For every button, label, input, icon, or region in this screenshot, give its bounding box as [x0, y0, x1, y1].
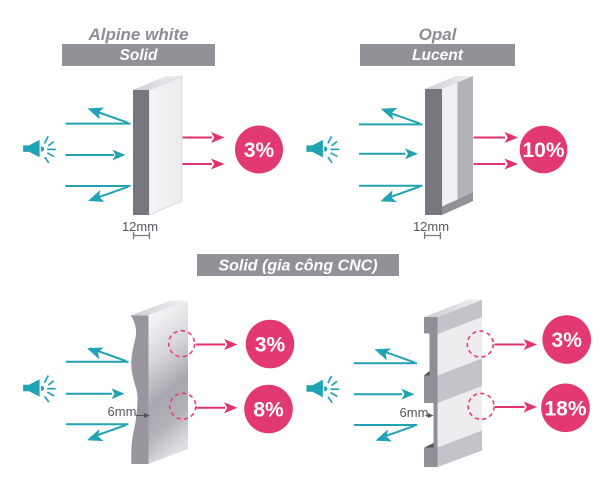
- svg-text:3%: 3%: [244, 139, 275, 162]
- svg-text:Solid: Solid: [120, 47, 158, 64]
- svg-text:8%: 8%: [253, 399, 284, 422]
- svg-text:6mm: 6mm: [400, 405, 429, 420]
- svg-text:3%: 3%: [255, 334, 286, 357]
- svg-text:Solid (gia công CNC): Solid (gia công CNC): [218, 258, 377, 275]
- svg-text:Opal: Opal: [419, 25, 458, 44]
- svg-text:12mm: 12mm: [122, 219, 158, 234]
- svg-text:10%: 10%: [522, 139, 564, 162]
- svg-text:12mm: 12mm: [413, 219, 449, 234]
- svg-text:18%: 18%: [544, 397, 586, 420]
- svg-text:Lucent: Lucent: [412, 47, 464, 64]
- svg-text:Alpine white: Alpine white: [87, 25, 188, 44]
- svg-text:3%: 3%: [552, 329, 583, 352]
- svg-text:6mm: 6mm: [108, 404, 137, 419]
